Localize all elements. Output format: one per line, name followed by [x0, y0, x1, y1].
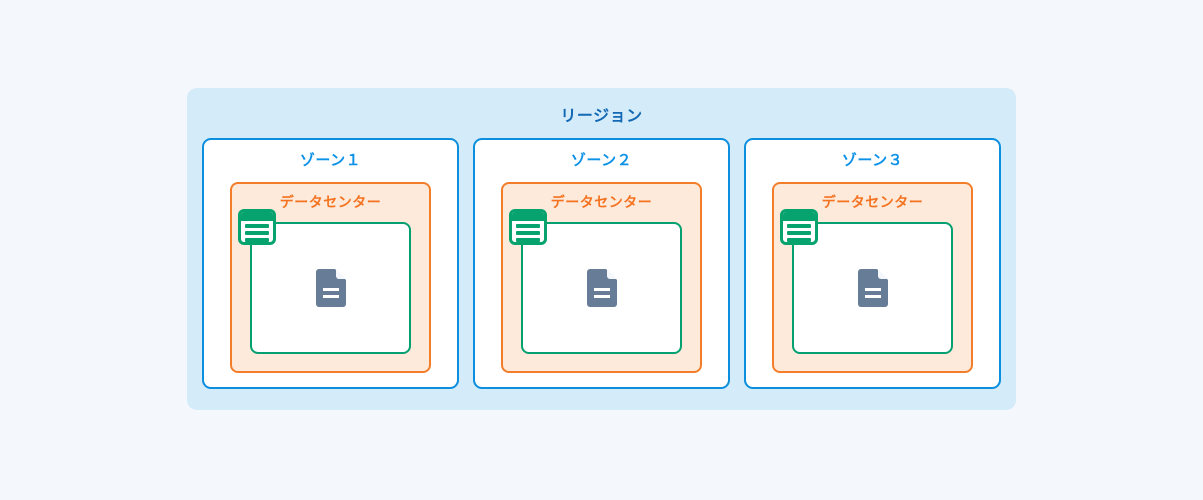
zone-container-1: ゾーン１ データセンター [202, 138, 459, 389]
region-title: リージョン [560, 108, 643, 125]
zone-container-2: ゾーン２ データセンター [473, 138, 730, 389]
document-icon [586, 268, 617, 307]
server-wrap-1 [238, 208, 411, 354]
region-container: リージョン ゾーン１ データセンター [187, 88, 1016, 410]
zone-container-3: ゾーン３ データセンター [744, 138, 1001, 389]
server-box-1 [250, 221, 411, 354]
server-list-icon-header [241, 211, 273, 221]
datacenter-container-3: データセンター [772, 182, 973, 373]
zone-title-1: ゾーン１ [299, 152, 362, 169]
server-list-icon [238, 208, 276, 245]
server-list-icon [780, 208, 818, 245]
document-icon [857, 268, 888, 307]
server-list-icon-lines [512, 221, 544, 242]
server-wrap-2 [509, 208, 682, 354]
zone-title-3: ゾーン３ [841, 152, 904, 169]
server-box-3 [792, 221, 953, 354]
server-list-icon-lines [783, 221, 815, 242]
server-list-icon [509, 208, 547, 245]
datacenter-title-3: データセンター [821, 194, 924, 210]
datacenter-container-2: データセンター [501, 182, 702, 373]
server-list-icon-lines [241, 221, 273, 242]
datacenter-title-1: データセンター [279, 194, 382, 210]
zone-title-2: ゾーン２ [570, 152, 633, 169]
datacenter-title-2: データセンター [550, 194, 653, 210]
zones-row: ゾーン１ データセンター [202, 138, 1001, 389]
server-list-icon-header [512, 211, 544, 221]
server-wrap-3 [780, 208, 953, 354]
server-box-2 [521, 221, 682, 354]
datacenter-container-1: データセンター [230, 182, 431, 373]
document-icon [315, 268, 346, 307]
server-list-icon-header [783, 211, 815, 221]
